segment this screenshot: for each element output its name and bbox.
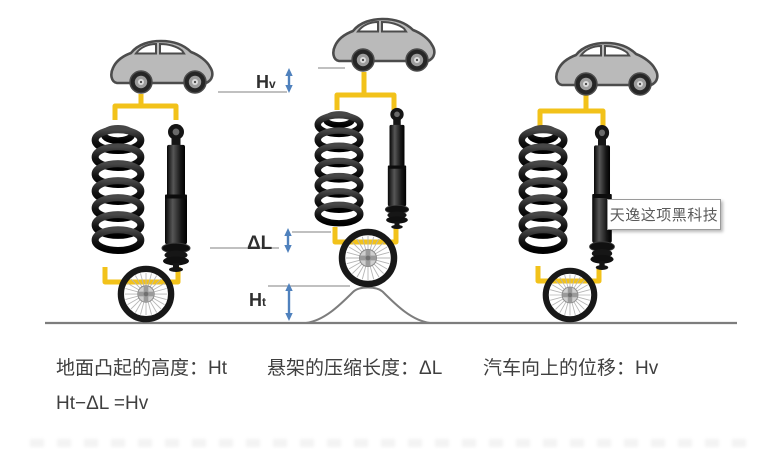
right-bottom-bracket [535,266,602,284]
left-top-bracket [112,94,179,120]
car-icon [332,17,436,73]
watermark-text: 天逸这项黑科技 [609,207,719,224]
car-icon [110,39,214,95]
left-bottom-bracket [102,267,181,285]
hv-label: Hv [256,72,276,92]
wheel-icon [342,232,394,284]
shock-absorber-icon [161,123,191,273]
ht-measure-arrow [285,283,293,321]
legend-hv-definition: 汽车向上的位移：Hv [483,358,659,379]
delta-l-label: ΔL [247,233,273,254]
legend-formula: Ht−ΔL =Hv [56,393,149,414]
coil-spring-icon [522,128,564,250]
right-top-bracket [537,95,606,126]
coil-spring-icon [318,114,360,223]
delta-l-measure-arrow [284,228,292,253]
wheel-icon [121,269,171,319]
wheel-icon [546,271,595,320]
hv-measure-arrow [285,68,293,93]
legend-ht-definition: 地面凸起的高度：Ht [56,358,228,379]
road-bump [305,286,431,324]
coil-spring-icon [95,128,141,250]
middle-bottom-bracket [332,227,399,245]
legend-delta-l-definition: 悬架的压缩长度：ΔL [267,358,443,379]
cropped-next-line-artifact [30,439,750,447]
car-icon [555,41,659,97]
middle-top-bracket [334,72,397,110]
ht-label: Ht [249,290,266,310]
shock-absorber-icon [589,124,615,271]
watermark-box: 天逸这项黑科技 [607,199,721,230]
shock-absorber-icon [384,107,410,230]
